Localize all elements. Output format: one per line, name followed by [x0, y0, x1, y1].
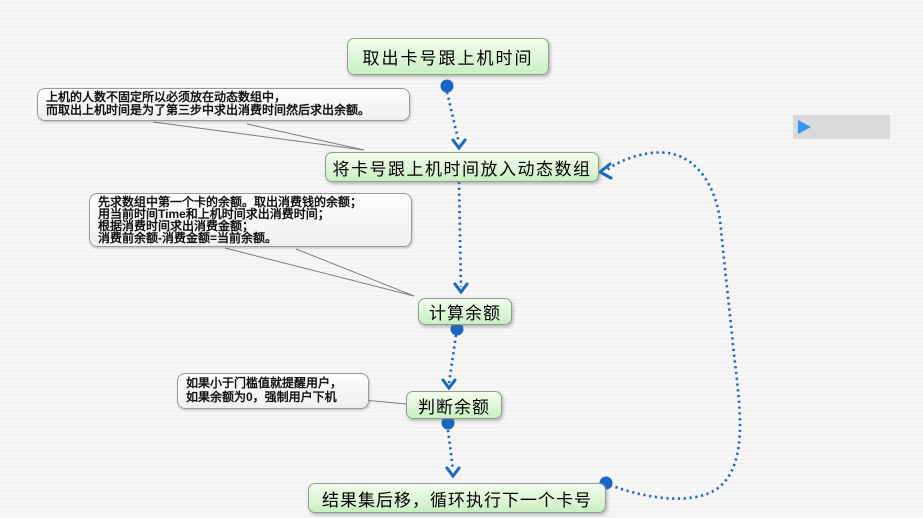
annotation-line: 如果小于门槛值就提醒用户， [186, 376, 343, 390]
flow-node-label: 结果集后移，循环执行下一个卡号 [322, 490, 592, 510]
annotation-line: 上机的人数不固定所以必须放在动态数组中， [46, 90, 287, 104]
annotation-line: 根据消费时间求出消费金额； [98, 219, 255, 233]
leader-line-annotation1-b [246, 123, 365, 151]
flow-node-put-into-dynamic-array[interactable]: 将卡号跟上机时间放入动态数组 [325, 152, 599, 182]
annotation-line: 用当前时间Time和上机时间求出消费时间； [98, 207, 330, 221]
loop-connector-node5-node2 [606, 151, 742, 500]
arrowhead-loop-into-node2 [597, 162, 613, 180]
flow-node-loop-next-card[interactable]: 结果集后移，循环执行下一个卡号 [308, 483, 606, 513]
flow-node-judge-balance[interactable]: 判断余额 [406, 391, 502, 419]
annotation-callout-balance-calc[interactable]: 先求数组中第一个卡的余额。取出消费钱的余额； 用当前时间Time和上机时间求出消… [89, 193, 412, 247]
arrowhead-into-node4 [441, 378, 457, 391]
origin-dot-node3 [450, 322, 464, 336]
origin-dot-node4 [441, 416, 455, 430]
flow-node-label: 取出卡号跟上机时间 [362, 49, 534, 68]
annotation-callout-threshold-warning[interactable]: 如果小于门槛值就提醒用户， 如果余额为0，强制用户下机 [177, 373, 369, 409]
arrowhead-into-node2 [451, 138, 467, 151]
annotation-line: 先求数组中第一个卡的余额。取出消费钱的余额； [98, 195, 363, 209]
flow-connectors [445, 91, 742, 500]
annotation-callout-dynamic-array[interactable]: 上机的人数不固定所以必须放在动态数组中， 而取出上机时间是为了第三步中求出消费时… [37, 88, 410, 121]
connector-node4-node5 [446, 429, 455, 471]
arrowhead-into-node3 [453, 282, 469, 295]
arrowhead-into-node5 [445, 466, 461, 479]
annotation-line: 如果余额为0，强制用户下机 [186, 390, 337, 404]
annotation-line: 而取出上机时间是为了第三步中求出消费时间然后求出余额。 [46, 103, 371, 117]
flow-node-calc-balance[interactable]: 计算余额 [418, 298, 512, 325]
connector-node2-node3 [457, 181, 463, 288]
play-icon[interactable] [798, 120, 811, 134]
connector-node1-node2 [445, 91, 461, 144]
connector-node3-node4 [447, 334, 458, 384]
leader-line-annotation2-a [224, 247, 415, 297]
flow-node-label: 将卡号跟上机时间放入动态数组 [332, 159, 592, 179]
leader-lines [152, 121, 415, 405]
leader-line-annotation1-a [152, 121, 365, 151]
arrowheads [441, 138, 613, 479]
leader-line-annotation2-b [295, 248, 415, 297]
player-control-bar[interactable] [793, 115, 890, 139]
flow-node-label: 计算余额 [429, 304, 501, 323]
flow-node-label: 判断余额 [418, 397, 490, 417]
annotation-line: 消费前余额-消费金额=当前余额。 [98, 231, 278, 245]
origin-dot-node1 [440, 79, 454, 93]
flow-node-fetch-card-time[interactable]: 取出卡号跟上机时间 [347, 38, 549, 75]
